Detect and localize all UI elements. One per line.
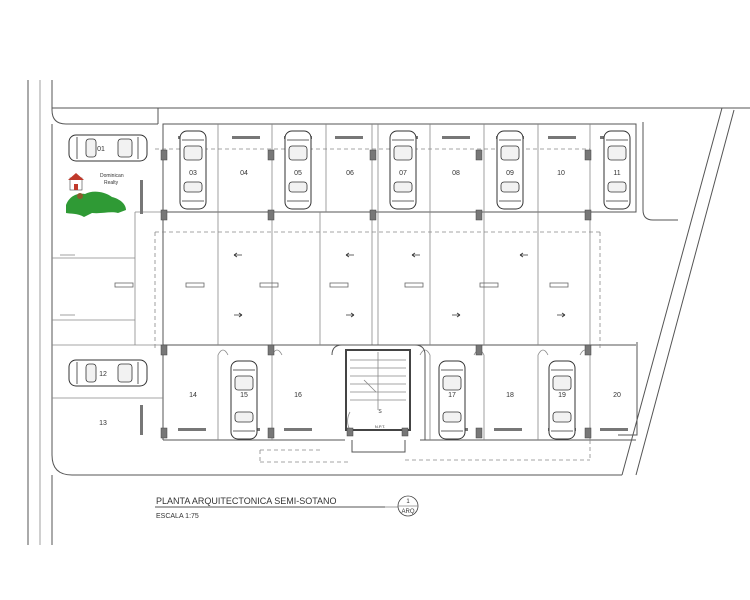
stall-label-17: 17 — [448, 392, 456, 399]
svg-text:S: S — [378, 409, 382, 415]
stall-label-08: 08 — [452, 170, 460, 177]
logo-text-line2: Realty — [104, 180, 119, 186]
logo-text-line1: Dominican — [100, 173, 124, 179]
plan-scale: ESCALA 1:75 — [156, 513, 199, 520]
stall-label-11: 11 — [613, 170, 620, 177]
car-slot-19 — [548, 360, 576, 440]
stall-label-14: 14 — [189, 392, 197, 399]
stall-label-04: 04 — [240, 170, 248, 177]
dominican-realty-logo — [66, 172, 130, 217]
stair-core: S N.P.T. — [331, 344, 426, 453]
stall-labels: 01 03 04 05 06 07 08 09 10 11 12 13 14 1… — [97, 146, 621, 427]
stall-label-19: 19 — [558, 392, 566, 399]
stall-label-10: 10 — [557, 170, 565, 177]
stall-label-20: 20 — [613, 392, 621, 399]
stall-dividers-top — [217, 124, 591, 345]
sheet-code: ARQ — [401, 509, 414, 515]
title-block: PLANTA ARQUITECTONICA SEMI-SOTANO ESCALA… — [155, 495, 419, 520]
stall-dividers-bottom — [217, 349, 591, 440]
structural-columns — [160, 149, 592, 439]
stall-label-07: 07 — [399, 170, 407, 177]
stall-label-06: 06 — [346, 170, 354, 177]
stall-label-16: 16 — [294, 392, 302, 399]
plan-title: PLANTA ARQUITECTONICA SEMI-SOTANO — [156, 496, 337, 506]
svg-text:N.P.T.: N.P.T. — [375, 424, 385, 429]
stall-label-03: 03 — [189, 170, 197, 177]
car-slot-15 — [230, 360, 258, 440]
car-slot-12 — [68, 359, 148, 387]
stall-label-01: 01 — [97, 146, 105, 153]
stall-label-12: 12 — [99, 371, 107, 378]
lane-markings — [60, 252, 569, 318]
site-boundary — [27, 80, 750, 545]
interior-walls — [52, 123, 637, 463]
sheet-number: 1 — [406, 499, 410, 505]
stall-label-05: 05 — [294, 170, 302, 177]
car-slot-01 — [68, 134, 148, 162]
stall-label-15: 15 — [240, 392, 248, 399]
car-slot-17 — [438, 360, 466, 440]
stall-label-09: 09 — [506, 170, 514, 177]
stall-label-18: 18 — [506, 392, 514, 399]
stall-label-13: 13 — [99, 420, 107, 427]
